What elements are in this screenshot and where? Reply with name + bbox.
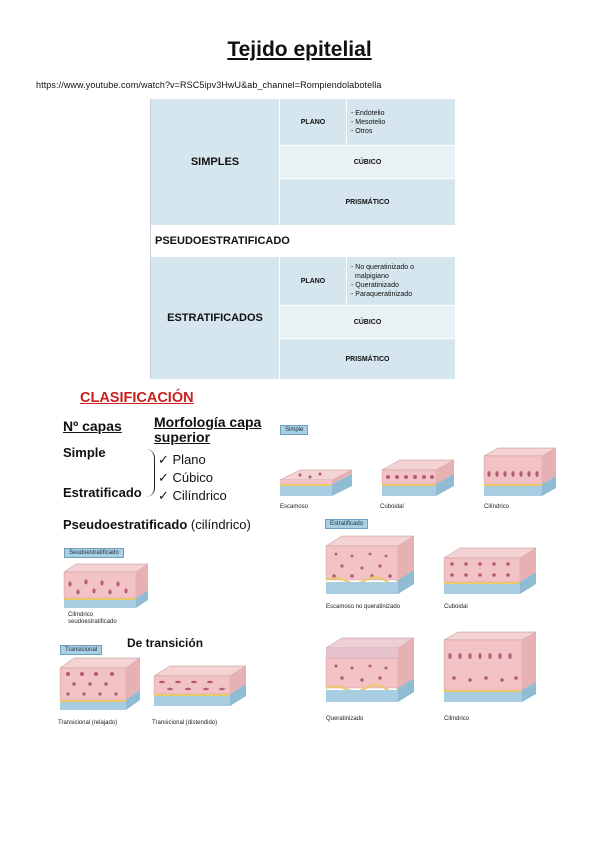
stratified-squamous-illustration xyxy=(325,535,415,594)
morfologia-line1: Morfología capa xyxy=(154,414,262,430)
tag-transicional: Transicional xyxy=(60,645,103,655)
classification-table: SIMPLES PLANO - Endotelio - Mesotelio - … xyxy=(150,99,455,379)
type-no-queratinizado: - No queratinizado o xyxy=(351,264,415,271)
prismatico-estrat-label: PRISMÁTICO xyxy=(345,355,390,363)
row-pseudoestratificado: PSEUDOESTRATIFICADO xyxy=(151,226,455,256)
cell-plano-estrat-types: - No queratinizado o malpigiano - Querat… xyxy=(347,257,455,305)
cell-prismatico-estrat: PRISMÁTICO xyxy=(280,339,455,379)
estratificado-label: Estratificado xyxy=(63,485,142,500)
simples-label: SIMPLES xyxy=(190,156,240,168)
cell-cubico-estrat: CÚBICO xyxy=(280,306,455,338)
cubico-estrat-label: CÚBICO xyxy=(353,318,382,326)
cell-prismatico-simple: PRISMÁTICO xyxy=(280,179,455,225)
type-mesotelio: - Mesotelio xyxy=(351,118,386,126)
plano-simple-label: PLANO xyxy=(300,118,326,126)
option-cilindrico: ✓ Cilíndrico xyxy=(158,488,227,503)
transitional-relaxed-illustration xyxy=(59,657,141,710)
type-malpigiano: malpigiano xyxy=(355,273,389,280)
keratinized-illustration xyxy=(325,637,415,702)
caption-escamoso-no-queratinizado: Escamoso no queratinizado xyxy=(326,604,401,610)
type-endotelio: - Endotelio xyxy=(351,109,385,117)
cell-plano-estrat: PLANO xyxy=(280,257,346,305)
de-transicion-label: De transición xyxy=(127,636,204,650)
pseudostratified-illustration xyxy=(63,563,149,608)
row-simples: SIMPLES xyxy=(151,99,279,225)
cubico-simple-label: CÚBICO xyxy=(353,158,382,166)
morfologia-line2: superior xyxy=(154,429,211,445)
estratificados-label: ESTRATIFICADOS xyxy=(167,312,263,324)
caption-cuboidal-estratificado: Cuboidal xyxy=(444,604,468,610)
type-paraqueratinizado: - Paraqueratinizado xyxy=(351,291,413,298)
caption-transicional-relajado: Transicional (relajado) xyxy=(58,720,118,726)
cell-cubico-simple: CÚBICO xyxy=(280,146,455,178)
plano-estrat-label: PLANO xyxy=(300,277,326,285)
stratified-columnar-illustration xyxy=(443,631,537,702)
pseudo-line: Pseudoestratificado (cilíndrico) xyxy=(63,517,251,532)
source-url[interactable]: https://www.youtube.com/watch?v=RSC5ipv3… xyxy=(36,80,382,90)
caption-pseudo-line2: seudoestratificado xyxy=(68,619,117,625)
caption-queratinizado: Queratinizado xyxy=(326,716,364,722)
simple-squamous-illustration xyxy=(279,469,353,496)
tag-estratificado: Estratificado xyxy=(325,519,369,529)
transitional-distended-illustration xyxy=(153,665,247,706)
simple-cuboidal-illustration xyxy=(381,459,455,496)
option-plano: ✓ Plano xyxy=(158,452,206,467)
tag-simple: Simple xyxy=(280,425,309,435)
type-queratinizado: - Queratinizado xyxy=(351,282,399,289)
morfologia-heading: Morfología capa superior xyxy=(154,415,261,445)
caption-transicional-distendido: Transicional (distendido) xyxy=(152,720,218,726)
caption-cilindrico: Cilíndrico xyxy=(484,504,510,510)
simple-label: Simple xyxy=(63,445,106,460)
tag-seudoestratificado: Seudoestratificado xyxy=(64,548,124,558)
cell-plano-simple: PLANO xyxy=(280,99,346,145)
caption-escamoso: Escamoso xyxy=(280,504,309,510)
brace-divider xyxy=(146,449,155,497)
page-title: Tejido epitelial xyxy=(227,38,372,61)
caption-cilindrico-estratificado: Cilíndrico xyxy=(444,716,470,722)
ncapas-heading: Nº capas xyxy=(63,418,122,434)
caption-pseudo: Cilíndrico seudoestratificado xyxy=(68,612,117,626)
pseudo-label: PSEUDOESTRATIFICADO xyxy=(155,235,290,247)
option-cubico: ✓ Cúbico xyxy=(158,470,213,485)
simple-columnar-illustration xyxy=(483,447,557,496)
pseudo-bold: Pseudoestratificado xyxy=(63,517,188,532)
cell-plano-simple-types: - Endotelio - Mesotelio - Otros xyxy=(347,99,455,145)
caption-cuboidal: Cuboidal xyxy=(380,504,404,510)
prismatico-simple-label: PRISMÁTICO xyxy=(345,198,390,206)
type-otros: - Otros xyxy=(351,127,373,135)
row-estratificados: ESTRATIFICADOS xyxy=(151,257,279,379)
clasificacion-heading: CLASIFICACIÓN xyxy=(80,390,194,406)
pseudo-rest: (cilíndrico) xyxy=(187,517,251,532)
caption-pseudo-line1: Cilíndrico xyxy=(68,612,94,618)
stratified-cuboidal-illustration xyxy=(443,547,537,594)
